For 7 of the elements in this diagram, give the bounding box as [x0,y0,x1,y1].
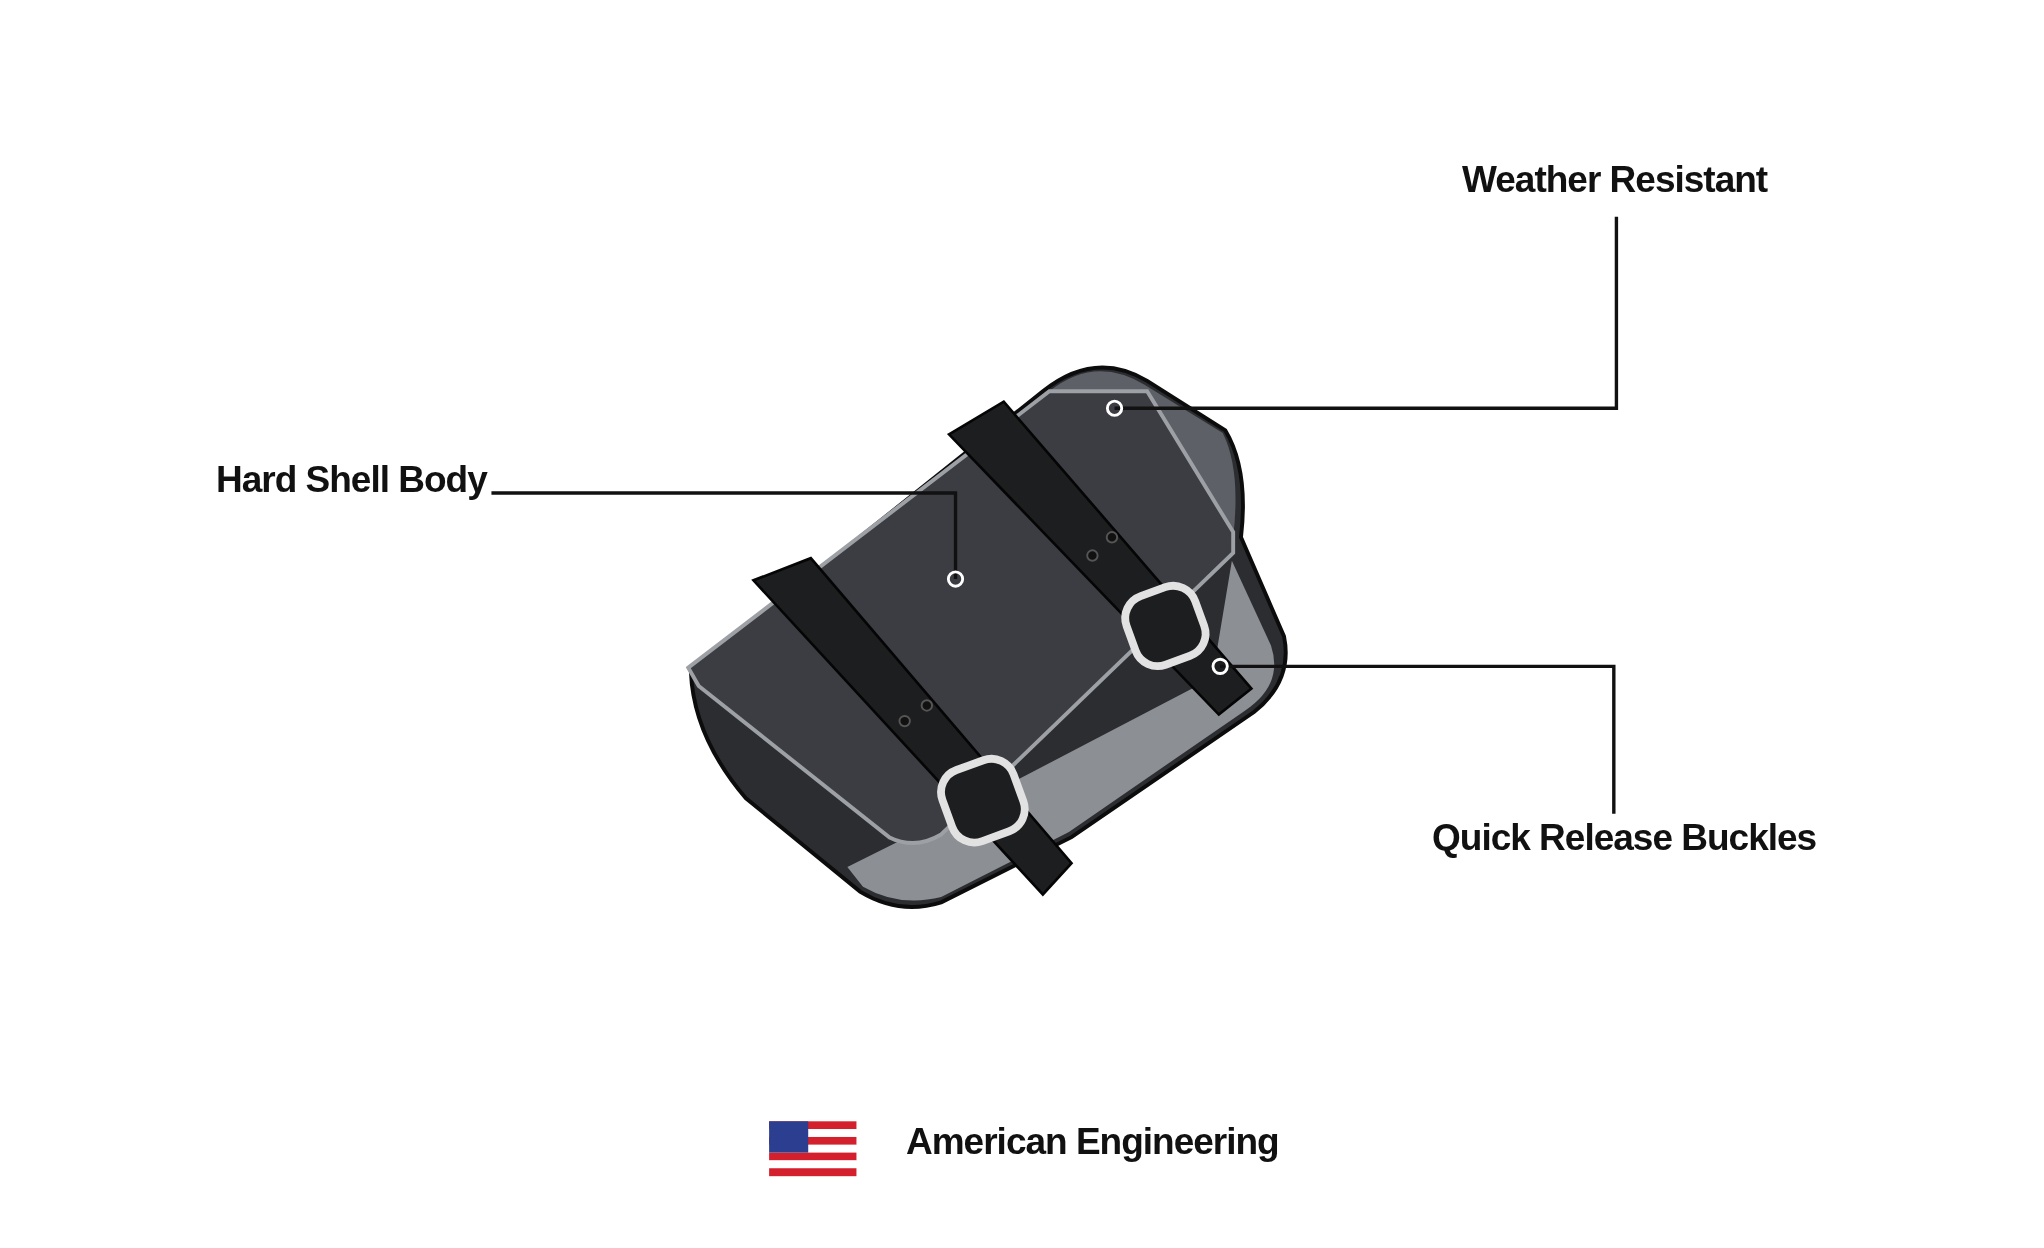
leader-line [1105,216,1619,417]
callout-label: Weather Resistant [1462,160,1768,201]
callout-label: Hard Shell Body [216,460,487,501]
leader-line [491,491,965,588]
callout-label: Quick Release Buckles [1432,818,1817,859]
caption-text: American Engineering [906,1122,1279,1163]
leader-line [1211,657,1616,814]
